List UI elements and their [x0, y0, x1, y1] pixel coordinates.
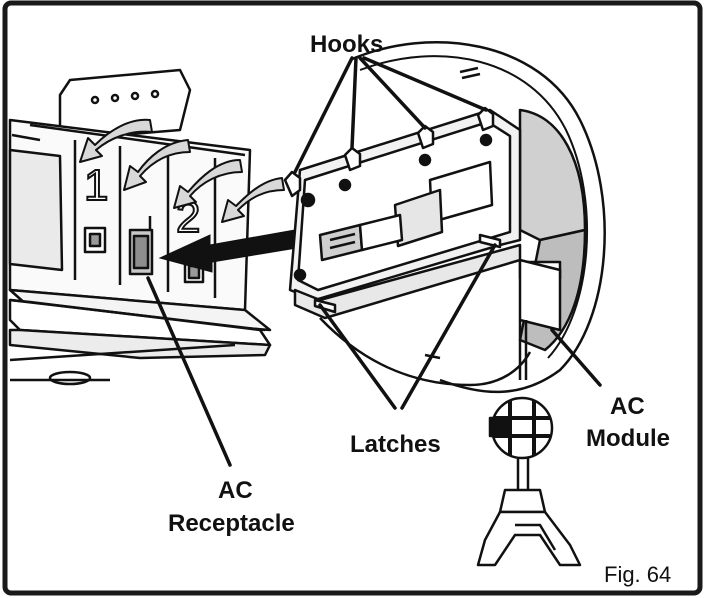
hook-insert-arrows: [79, 118, 285, 223]
opener-housing: [8, 68, 272, 386]
label-latches: Latches: [350, 431, 441, 458]
ac-module: [283, 41, 606, 394]
label-ac-module-line1: AC: [610, 393, 645, 420]
slot-number-1: 1: [84, 161, 108, 210]
label-ac-module-line2: Module: [586, 425, 670, 452]
figure-number: Fig. 64: [604, 562, 671, 587]
label-hooks: Hooks: [310, 31, 383, 58]
label-ac-receptacle-line2: Receptacle: [168, 510, 295, 537]
pull-tool: [476, 320, 582, 567]
callout-lines: [146, 56, 602, 467]
label-ac-receptacle-line1: AC: [218, 477, 253, 504]
